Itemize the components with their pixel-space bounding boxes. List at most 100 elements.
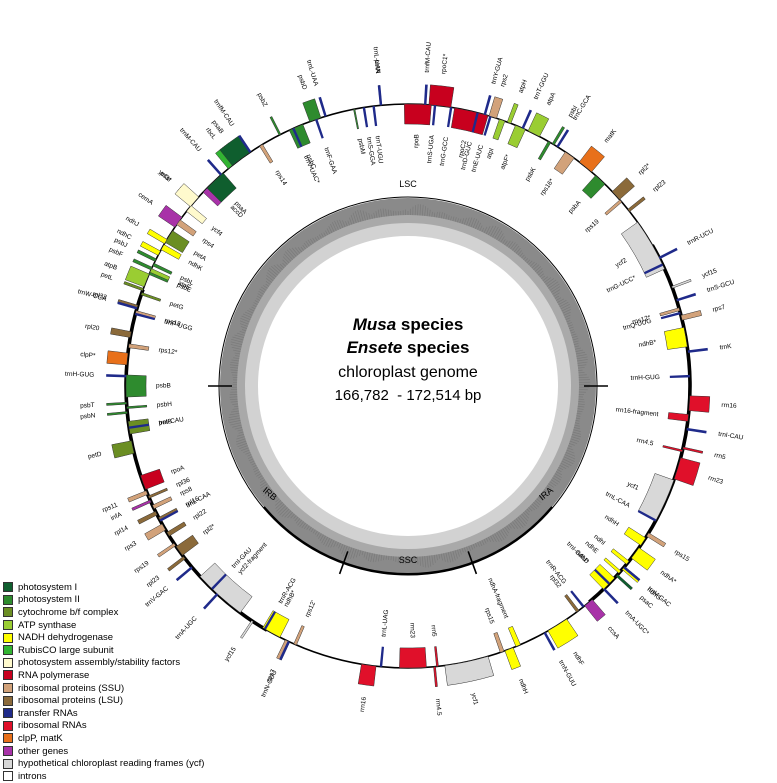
- trna-block: [603, 588, 619, 604]
- gene-label: trnS-GCU: [706, 279, 736, 294]
- legend-item: hypothetical chloroplast reading frames …: [3, 757, 233, 770]
- gene-label: ndhH: [603, 514, 620, 529]
- legend-swatch: [3, 582, 13, 592]
- legend-swatch: [3, 645, 13, 655]
- gene-label: rpl2*: [202, 523, 217, 537]
- gene-label: trnA-UGC*: [623, 610, 650, 638]
- legend-item: cytochrome b/f complex: [3, 606, 233, 619]
- gene-label: rpoA: [170, 464, 186, 476]
- trna-block: [688, 348, 708, 353]
- gene-block: [611, 549, 629, 564]
- gene-block: [605, 200, 622, 215]
- gene-label: trnF-GAA: [322, 147, 338, 176]
- gene-label: trnR-UCU: [686, 227, 715, 246]
- gene-label: trnG-UCC*: [606, 274, 638, 294]
- title-species-2: species: [402, 338, 469, 357]
- gene-block: [434, 646, 438, 666]
- gene-block: [132, 500, 151, 510]
- gene-block: [616, 575, 633, 590]
- gene-label: psbA: [567, 199, 583, 215]
- gene-label: rps15: [673, 549, 691, 564]
- gene-label: psbB: [156, 383, 171, 390]
- legend-item: RubisCO large subunit: [3, 644, 233, 657]
- legend-label: introns: [18, 771, 47, 782]
- gene-label: atpB: [103, 260, 118, 272]
- legend-item: other genes: [3, 745, 233, 758]
- gene-label: rpl20: [84, 323, 100, 333]
- legend-swatch: [3, 708, 13, 718]
- gene-label: ycf1: [626, 481, 640, 492]
- legend-swatch: [3, 658, 13, 668]
- gene-label: psbD: [296, 74, 308, 91]
- gene-block: [489, 97, 503, 119]
- legend-swatch: [3, 696, 13, 706]
- gene-label: psbF: [108, 246, 124, 258]
- gene-label: cemA: [137, 191, 155, 207]
- gene-block: [494, 632, 504, 652]
- gene-block: [240, 621, 253, 639]
- trna-block: [378, 85, 382, 105]
- legend-swatch: [3, 759, 13, 769]
- legend-swatch: [3, 683, 13, 693]
- legend-label: clpP, matK: [18, 733, 63, 744]
- gene-block: [451, 108, 488, 135]
- gene-label: trnfM-CAU: [424, 41, 433, 72]
- gene-label: ndhB*: [638, 339, 657, 349]
- legend-item: ATP synthase: [3, 619, 233, 632]
- legend-swatch: [3, 733, 13, 743]
- gene-label: trnH-GUG: [630, 374, 659, 382]
- gene-label: rrn5: [714, 452, 727, 461]
- trna-block: [623, 566, 640, 581]
- gene-block: [137, 511, 157, 524]
- gene-block: [579, 146, 604, 172]
- trna-block: [447, 107, 452, 127]
- gene-block: [141, 293, 161, 302]
- gene-block: [303, 99, 321, 122]
- subtitle: chloroplast genome: [338, 364, 478, 381]
- gene-label: trnN-GUU: [260, 669, 279, 698]
- gene-block: [681, 310, 702, 320]
- gene-block: [107, 351, 128, 365]
- gene-block: [647, 533, 666, 547]
- gene-label: rps7: [712, 304, 726, 314]
- gene-block: [399, 647, 426, 668]
- gene-label: trnL-CAA: [604, 491, 631, 510]
- region-label-ssc: SSC: [399, 555, 418, 565]
- legend-swatch: [3, 633, 13, 643]
- gene-label: psbK: [524, 166, 538, 183]
- gene-block: [128, 491, 148, 502]
- gene-label: rps2: [499, 73, 510, 88]
- gene-block: [167, 556, 185, 571]
- gene-block: [672, 279, 691, 288]
- gene-label: trnV-UAC*: [302, 154, 321, 185]
- gene-block: [126, 375, 146, 397]
- gene-label: trnE-UUC: [470, 144, 485, 173]
- gene-block: [127, 405, 147, 408]
- gene-label: trnL-UAG: [381, 609, 391, 637]
- legend-item: ribosomal proteins (SSU): [3, 682, 233, 695]
- gene-block: [683, 447, 703, 453]
- gene-label: rps16*: [539, 177, 556, 197]
- legend-swatch: [3, 771, 13, 781]
- trna-block: [432, 105, 436, 125]
- gene-label: rps12*: [158, 347, 178, 357]
- legend-label: ribosomal proteins (LSU): [18, 695, 123, 706]
- legend-item: RNA polymerase: [3, 669, 233, 682]
- gene-label: rps19: [584, 218, 601, 234]
- legend-label: other genes: [18, 746, 68, 757]
- gene-block: [508, 125, 526, 148]
- gene-block: [270, 116, 281, 135]
- legend-item: introns: [3, 770, 233, 783]
- gene-label: petL: [100, 271, 115, 282]
- gene-block: [107, 412, 127, 416]
- gene-label: rrn16: [721, 402, 737, 410]
- gene-block: [353, 109, 358, 129]
- gene-label: ycf3*: [157, 169, 173, 184]
- gene-label: rps4: [201, 237, 216, 250]
- gene-label: ndhH: [517, 678, 529, 695]
- legend-label: transfer RNAs: [18, 708, 78, 719]
- genome-size-range: 166,782 - 172,514 bp: [335, 387, 482, 404]
- gene-block: [621, 222, 664, 277]
- legend-item: NADH dehydrogenase: [3, 631, 233, 644]
